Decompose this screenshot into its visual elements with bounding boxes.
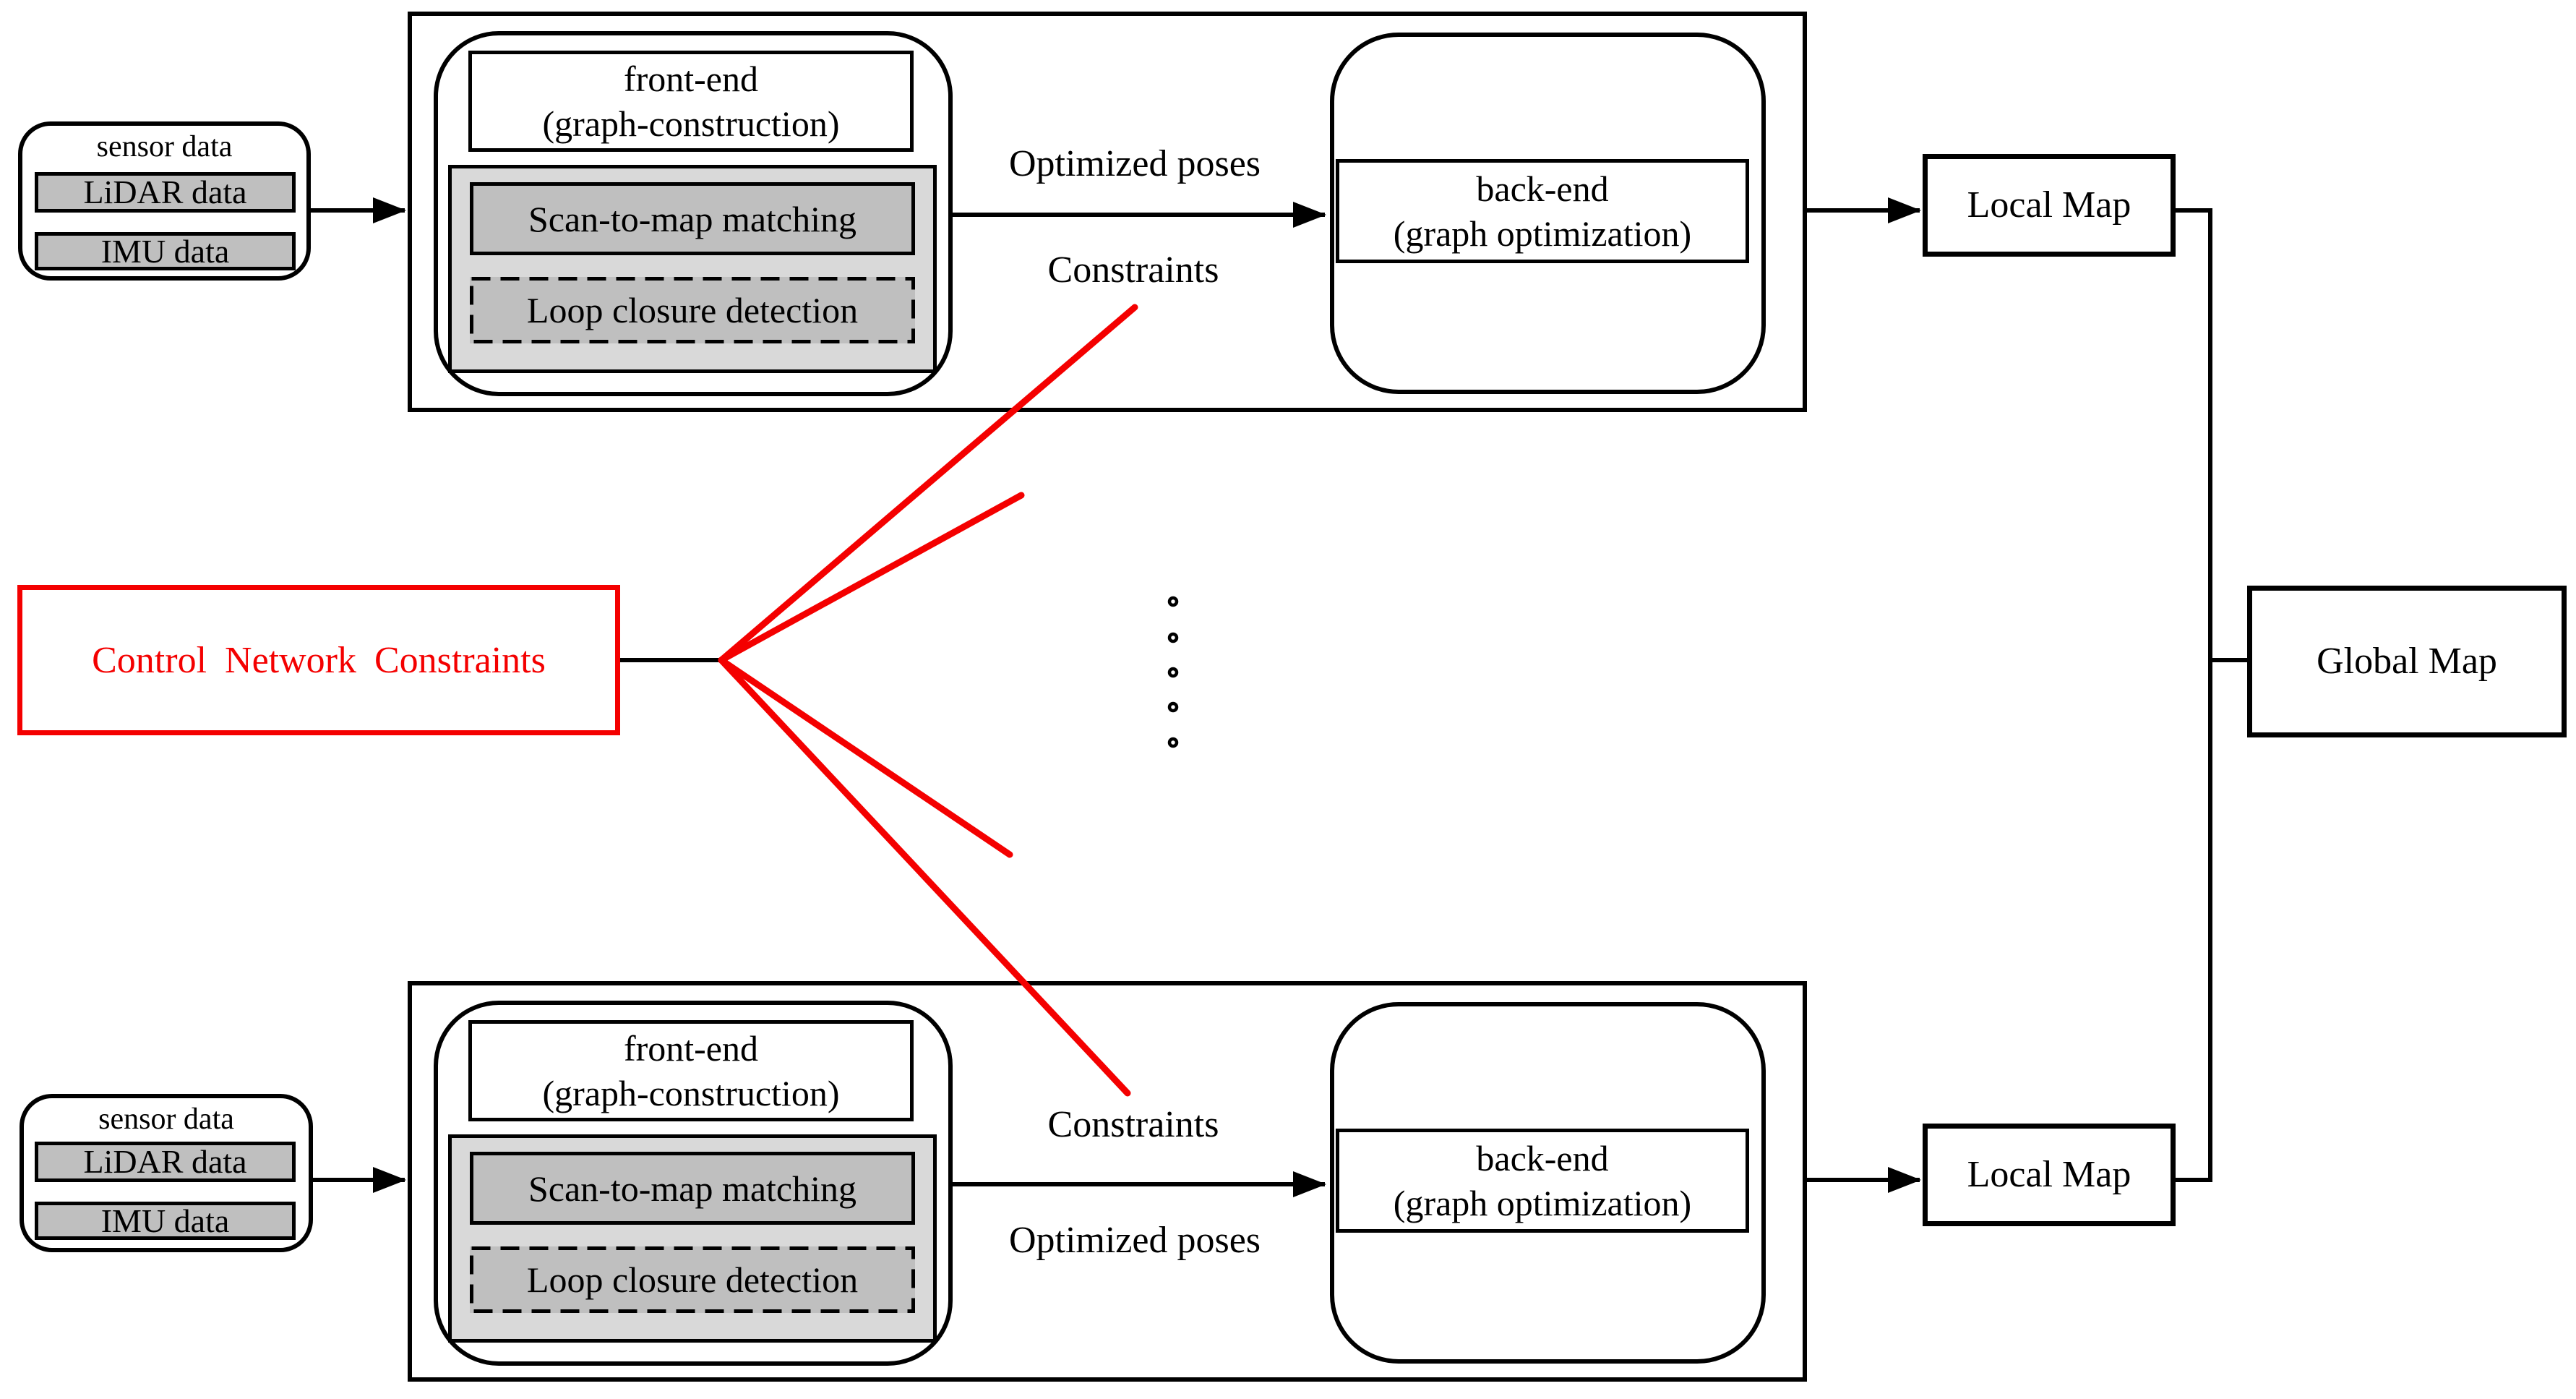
scan-to-map-matching-box: Scan-to-map matching: [470, 182, 915, 255]
optimized-poses-text: Optimized poses: [1008, 1220, 1261, 1261]
localmaps-merge-line: [2176, 208, 2212, 1182]
local-map-box: Local Map: [1923, 154, 2176, 257]
lidar-data-item: LiDAR data: [35, 1142, 296, 1182]
scan-to-map-matching-box: Scan-to-map matching: [470, 1152, 915, 1225]
back-end-box: back-end (graph optimization): [1336, 159, 1749, 263]
loop-closure-detection-label: Loop closure detection: [526, 290, 859, 330]
imu-data-item: IMU data: [35, 1202, 296, 1240]
optimized-poses-label: Optimized poses: [918, 1218, 1352, 1264]
global-map-box: Global Map: [2247, 586, 2567, 737]
constraints-text: Constraints: [1047, 249, 1219, 291]
back-end-line1: back-end: [1476, 1138, 1609, 1178]
lidar-data-item: LiDAR data: [35, 172, 296, 213]
local-map-box: Local Map: [1923, 1124, 2176, 1226]
front-end-title-line1: front-end: [623, 59, 759, 99]
front-end-container: [434, 1001, 953, 1366]
constraint-line-top-inner: [718, 492, 1025, 664]
back-end-container: [1330, 1002, 1766, 1364]
optimized-poses-text: Optimized poses: [1008, 143, 1261, 184]
control-network-constraints-box: Control Network Constraints: [17, 585, 620, 735]
local-map-label: Local Map: [1967, 184, 2131, 226]
ellipsis-dots: [1167, 596, 1179, 748]
back-end-line1: back-end: [1476, 168, 1609, 209]
scan-to-map-matching-label: Scan-to-map matching: [528, 1168, 857, 1209]
front-end-title-box: front-end (graph-construction): [468, 51, 914, 152]
lidar-data-label: LiDAR data: [83, 1143, 247, 1180]
back-end-box: back-end (graph optimization): [1336, 1129, 1749, 1233]
back-end-container: [1330, 33, 1766, 394]
constraints-label: Constraints: [916, 1102, 1350, 1148]
front-end-title-line1: front-end: [623, 1028, 759, 1069]
control-network-constraints-label: Control Network Constraints: [92, 639, 546, 681]
sensor-data-box: [18, 121, 311, 281]
constraints-text: Constraints: [1047, 1104, 1219, 1145]
sensor-data-title-text: sensor data: [96, 130, 233, 163]
loop-closure-detection-label: Loop closure detection: [526, 1259, 859, 1300]
constraint-line-bottom-inner: [718, 656, 1013, 858]
front-end-container: [434, 31, 953, 396]
front-end-title-line2: (graph-construction): [542, 103, 840, 144]
imu-data-label: IMU data: [100, 232, 230, 270]
back-end-line2: (graph optimization): [1393, 1183, 1692, 1223]
scan-to-map-matching-label: Scan-to-map matching: [528, 198, 857, 239]
constraints-label: Constraints: [916, 247, 1350, 294]
imu-data-label: IMU data: [100, 1202, 230, 1239]
constraint-fan-lines: [718, 304, 1138, 1097]
front-end-title-line2: (graph-construction): [542, 1073, 840, 1113]
global-map-label: Global Map: [2317, 641, 2497, 682]
front-end-title-box: front-end (graph-construction): [468, 1020, 914, 1121]
imu-data-item: IMU data: [35, 232, 296, 270]
loop-closure-detection-box: Loop closure detection: [470, 277, 915, 343]
local-map-label: Local Map: [1967, 1154, 2131, 1195]
sensor-data-box: [20, 1094, 313, 1252]
optimized-poses-label: Optimized poses: [918, 141, 1352, 187]
back-end-line2: (graph optimization): [1393, 213, 1692, 254]
sensor-data-title-text: sensor data: [98, 1103, 234, 1136]
lidar-data-label: LiDAR data: [83, 174, 247, 210]
sensor-data-title: sensor data: [18, 129, 311, 164]
loop-closure-detection-box: Loop closure detection: [470, 1246, 915, 1313]
sensor-data-title: sensor data: [20, 1102, 313, 1137]
